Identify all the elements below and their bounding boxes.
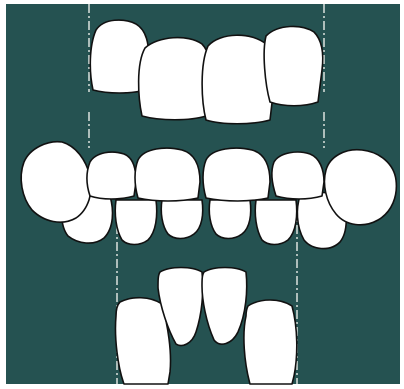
tooth-row-upper-2 — [87, 152, 136, 199]
tooth-row-upper-3 — [135, 148, 200, 201]
tooth-lower-left-canine — [244, 300, 297, 384]
tooth-row-lower-3 — [161, 200, 202, 239]
tooth-row-lower-2 — [115, 200, 156, 245]
tooth-upper-right-central — [139, 38, 211, 120]
tooth-row-upper-6 — [324, 150, 396, 225]
tooth-row-upper-5 — [272, 152, 324, 199]
tooth-row-lower-5 — [255, 200, 296, 245]
tooth-upper-left-lateral — [264, 26, 323, 105]
tooth-row-lower-4 — [209, 200, 250, 239]
tooth-row-upper-4 — [203, 148, 270, 201]
